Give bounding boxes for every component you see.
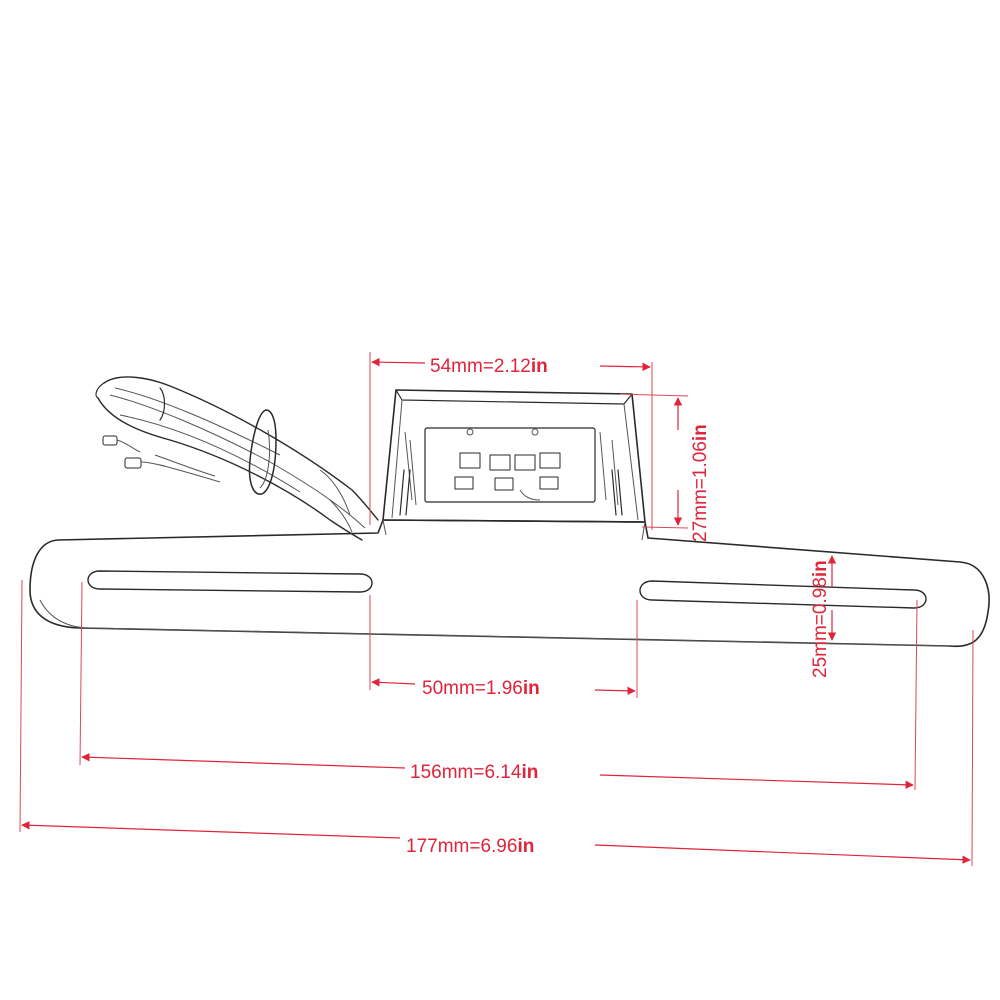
dim-total-width-label: 177mm=6.96in (406, 836, 534, 857)
dim-slot-span-label: 156mm=6.14in (410, 762, 538, 783)
dim-top-width: 54mm=2.12in (369, 352, 653, 530)
dim-height: 27mm=1.06in (619, 393, 711, 542)
product-sketch (29, 376, 990, 648)
wire-harness (95, 376, 379, 541)
dimension-annotations: 54mm=2.12in 27mm=1.06in 25mm=0.98in 50mm… (19, 352, 974, 867)
dim-slot-span: 156mm=6.14in (79, 581, 918, 791)
mounting-slots (87, 570, 927, 609)
dim-plate-height-label: 25mm=0.98in (810, 560, 831, 678)
dim-total-width: 177mm=6.96in (19, 579, 974, 867)
led-chips (454, 428, 561, 501)
mounting-plate (29, 519, 990, 648)
dim-height-label: 27mm=1.06in (690, 424, 711, 542)
dim-center-width-label: 50mm=1.96in (422, 678, 540, 699)
dim-center-width: 50mm=1.96in (369, 595, 638, 699)
dim-plate-height: 25mm=0.98in (810, 555, 837, 678)
lamp-housing (382, 389, 646, 523)
dim-top-width-label: 54mm=2.12in (430, 356, 548, 377)
